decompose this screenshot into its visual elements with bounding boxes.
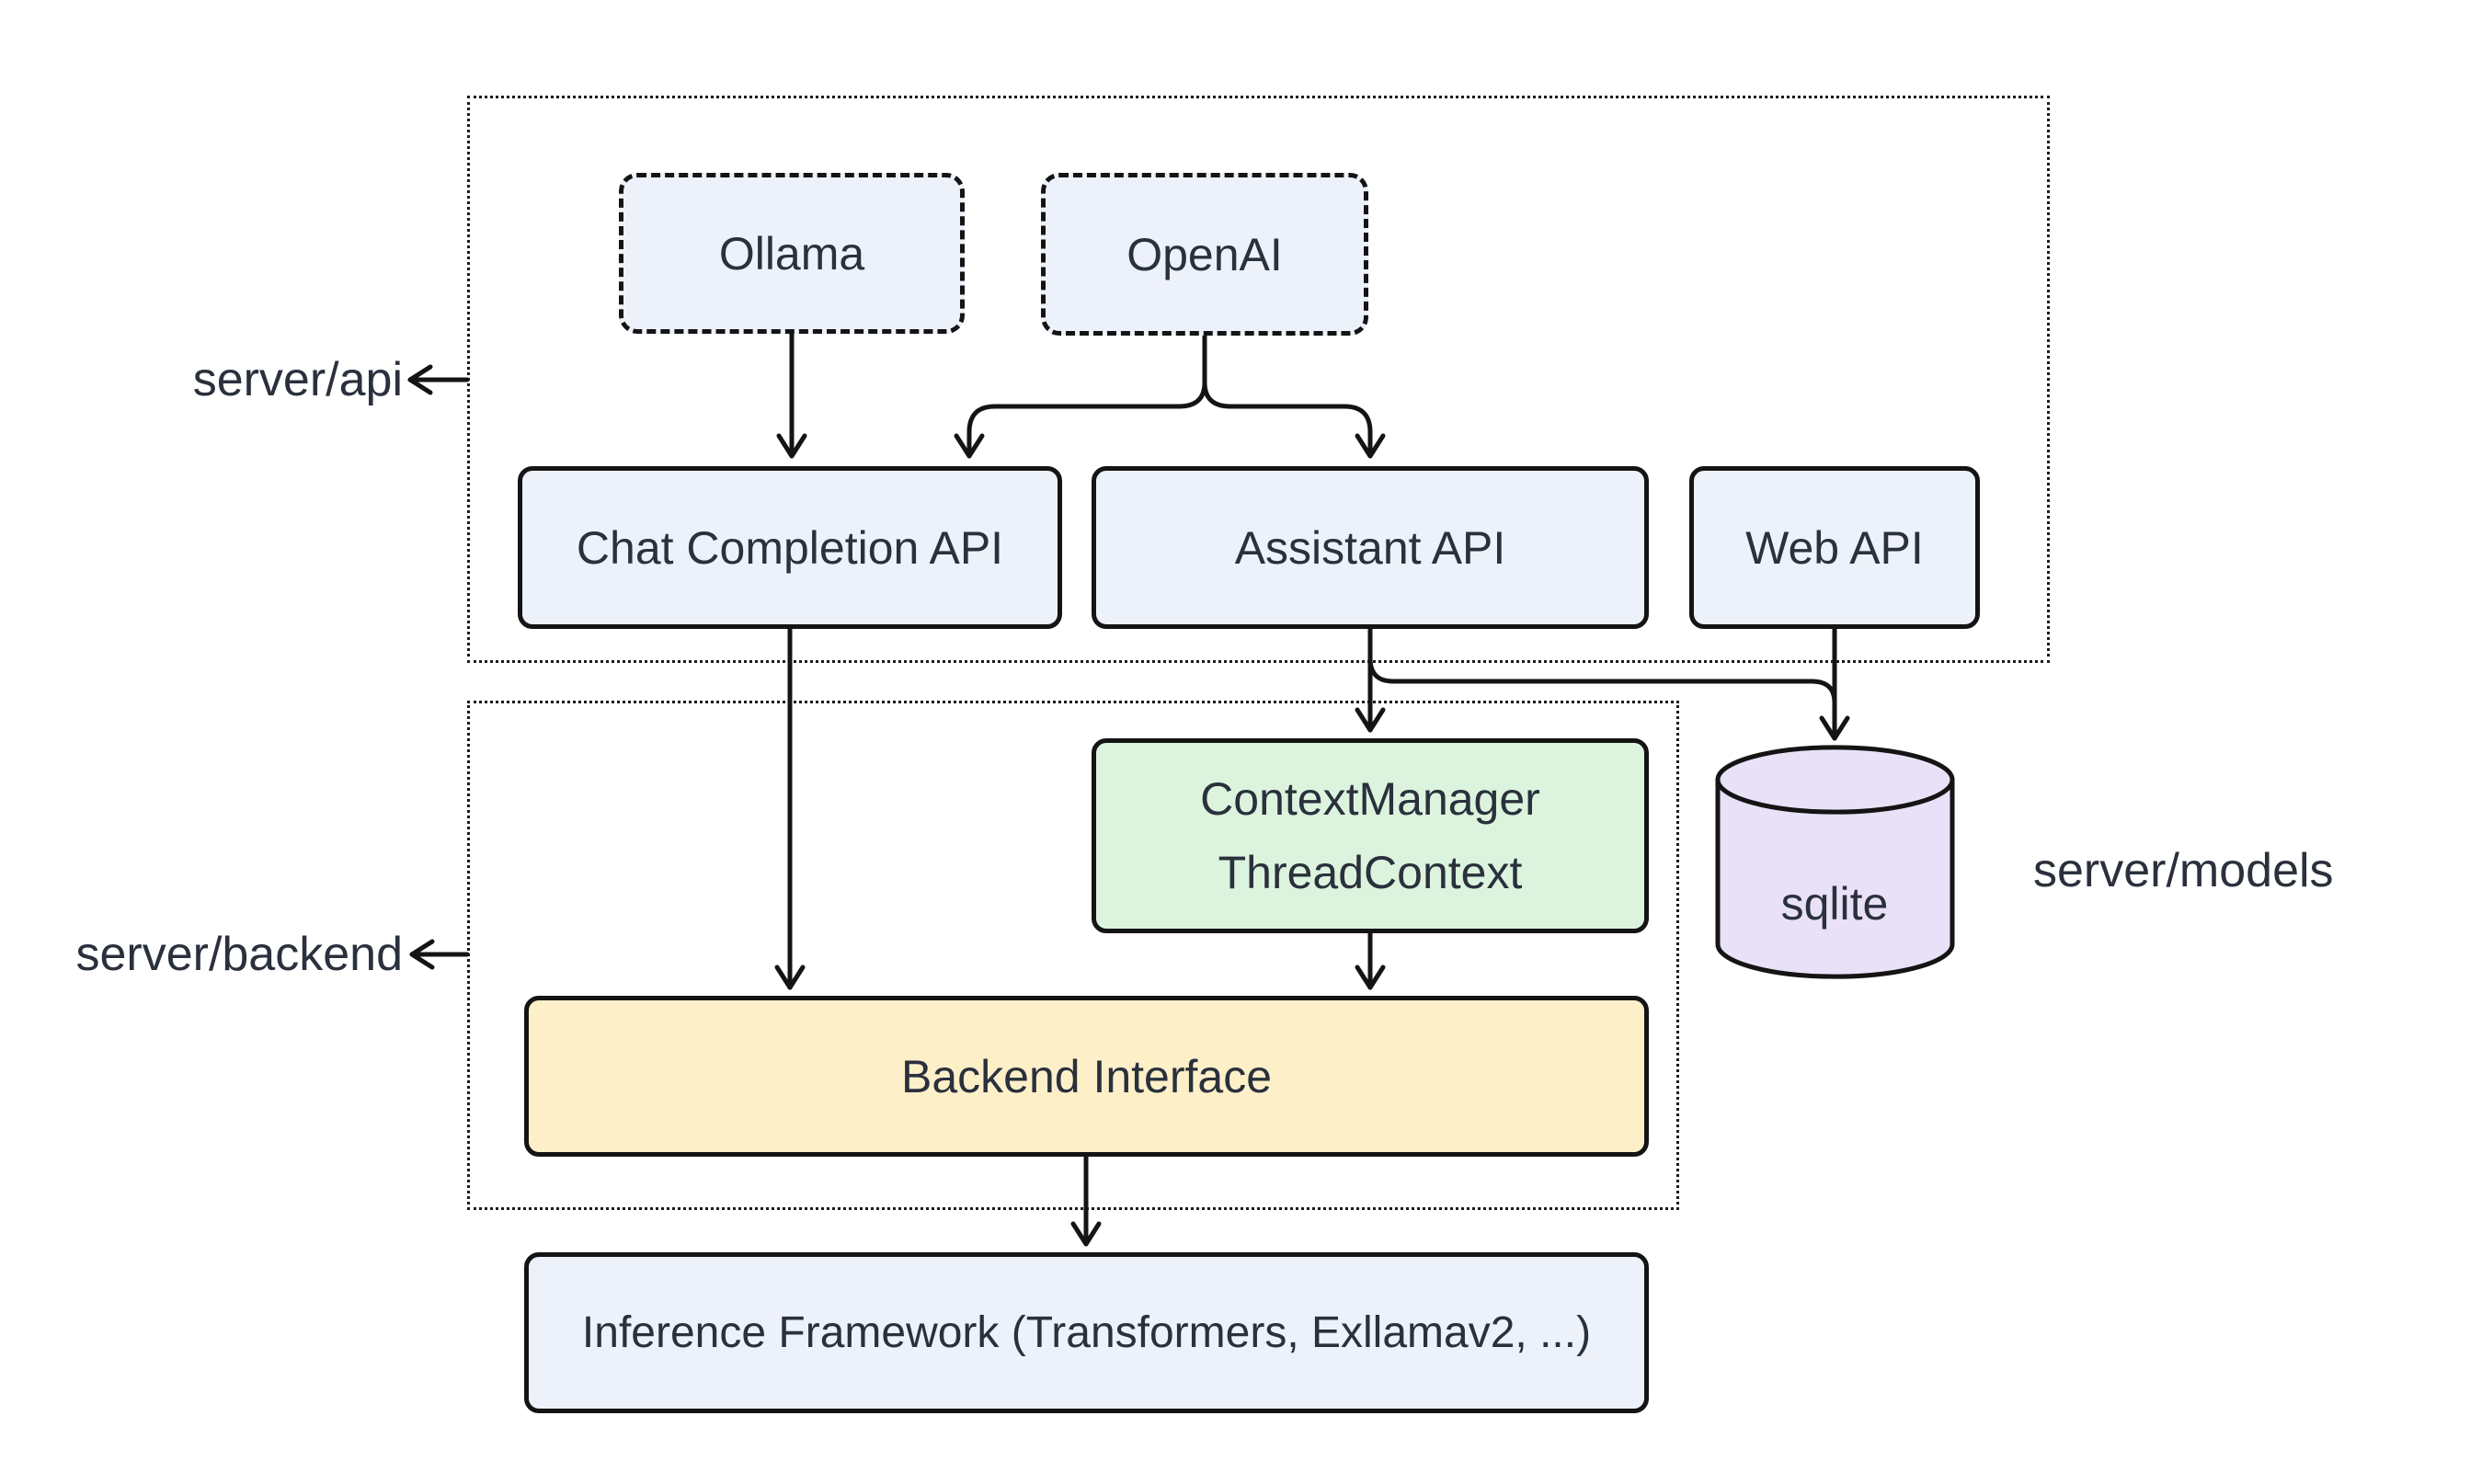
server-models-label-text: server/models xyxy=(2033,844,2334,897)
node-web-api: Web API xyxy=(1689,466,1980,629)
node-inference-framework: Inference Framework (Transformers, Exlla… xyxy=(524,1252,1649,1413)
node-ollama: Ollama xyxy=(619,173,965,334)
node-assistant-api: Assistant API xyxy=(1092,466,1649,629)
node-ollama-label: Ollama xyxy=(718,227,865,280)
server-api-label: server/api xyxy=(127,352,403,407)
node-assistant-api-label: Assistant API xyxy=(1234,521,1506,574)
node-inference-framework-label: Inference Framework (Transformers, Exlla… xyxy=(581,1307,1592,1357)
node-openai: OpenAI xyxy=(1041,173,1368,336)
node-backend-interface: Backend Interface xyxy=(524,996,1649,1157)
node-context-manager: ContextManager ThreadContext xyxy=(1092,738,1649,933)
node-context-manager-line1: ContextManager xyxy=(1200,773,1540,825)
sqlite-cylinder-body xyxy=(1715,745,1955,979)
node-sqlite-label: sqlite xyxy=(1781,878,1889,930)
server-api-label-text: server/api xyxy=(192,353,403,406)
node-chat-completion-api-label: Chat Completion API xyxy=(576,521,1004,574)
server-models-label: server/models xyxy=(2033,843,2401,898)
node-sqlite: sqlite xyxy=(1715,745,1955,979)
server-backend-label-text: server/backend xyxy=(75,928,403,981)
sqlite-cylinder-rim xyxy=(1715,777,1955,815)
node-chat-completion-api: Chat Completion API xyxy=(518,466,1062,629)
node-web-api-label: Web API xyxy=(1745,521,1924,574)
server-backend-label: server/backend xyxy=(72,927,403,982)
node-openai-label: OpenAI xyxy=(1126,228,1283,280)
node-context-manager-line2: ThreadContext xyxy=(1218,847,1523,898)
node-backend-interface-label: Backend Interface xyxy=(900,1050,1273,1102)
